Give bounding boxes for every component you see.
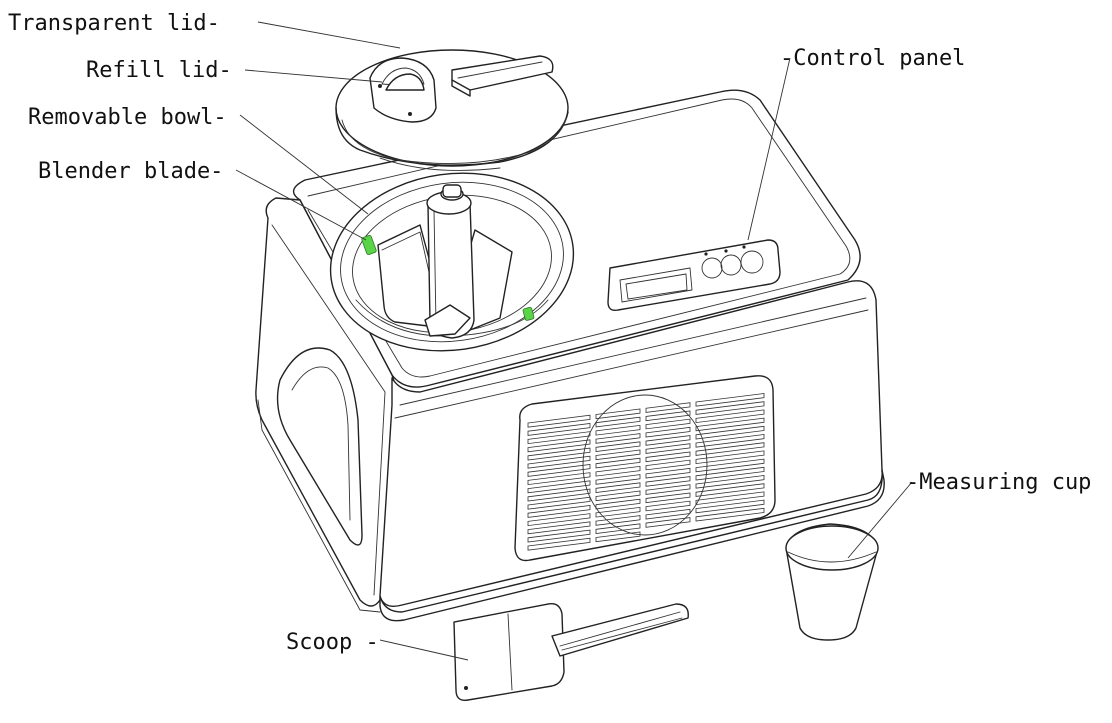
vent-slot [527,529,591,543]
vent-slot [527,447,591,461]
vent-slot [645,492,691,504]
vent-slot [595,474,641,485]
vent-slot [695,409,765,424]
vent-slot [527,480,591,494]
vent-slot [645,484,691,495]
vent-slot [595,506,641,518]
vent-slot [645,402,691,413]
vent-slot [595,424,641,436]
vent-slot [595,441,641,452]
vent-slot [527,455,591,469]
vent-slot [527,513,591,527]
vent-slot [527,472,591,486]
vent-slot [695,507,765,522]
vent-slot [695,393,765,407]
vent-slot [645,500,691,512]
vent-slot [595,482,641,493]
vent-grille [514,375,776,562]
leader-lines [235,21,913,661]
vent-slot [595,465,641,477]
vent-slot [595,490,641,502]
vent-slot [695,425,765,440]
control-panel [607,239,781,312]
vent-slot [527,463,591,477]
vent-slot [527,504,591,518]
label-control-panel: -Control panel [780,46,965,71]
label-measuring-cup: -Measuring cup [906,470,1091,495]
vent-slot [695,466,765,481]
vent-slot [695,483,765,497]
blender-blade [377,184,513,339]
vent-slot [527,422,591,436]
vent-slot [645,476,691,487]
vent-slot [527,439,591,453]
vent-slot [695,442,765,456]
vent-slot [695,417,765,432]
vent-slot [595,457,641,469]
vent-slot [645,443,691,454]
vent-slot [645,426,691,438]
vent-slot [645,418,691,430]
vent-slot [595,515,641,526]
vent-slot [527,488,591,502]
measuring-cup [785,523,879,641]
vent-slot [595,408,641,420]
label-scoop: Scoop - [286,630,379,655]
vent-slot [695,434,765,448]
vent-slot [595,433,641,444]
vent-slot [695,491,765,506]
vent-slot [695,499,765,514]
vent-slot [527,414,591,428]
vent-slot [595,449,641,461]
vent-slot [695,401,765,415]
vent-slot [595,531,641,543]
vent-slot [645,435,691,446]
vent-slot [645,459,691,471]
label-transparent-lid: Transparent lid- [8,11,220,36]
vent-slot [695,475,765,489]
vent-slot [695,450,765,465]
vent-slot [645,517,691,528]
label-blender-blade: Blender blade- [38,159,223,184]
vent-slot [527,521,591,535]
vent-slot [695,458,765,473]
vent-slot [645,467,691,479]
vent-slot [527,496,591,510]
label-refill-lid: Refill lid- [86,58,232,83]
label-removable-bowl: Removable bowl- [28,105,227,130]
vent-slot [527,537,591,551]
refill-lid [369,57,437,123]
labels: Transparent lid- Refill lid- Removable b… [8,11,1091,655]
vent-slot [527,431,591,445]
vent-slot [595,416,641,428]
scoop [453,603,689,701]
vent-slot [645,451,691,463]
vent-slot [645,410,691,422]
